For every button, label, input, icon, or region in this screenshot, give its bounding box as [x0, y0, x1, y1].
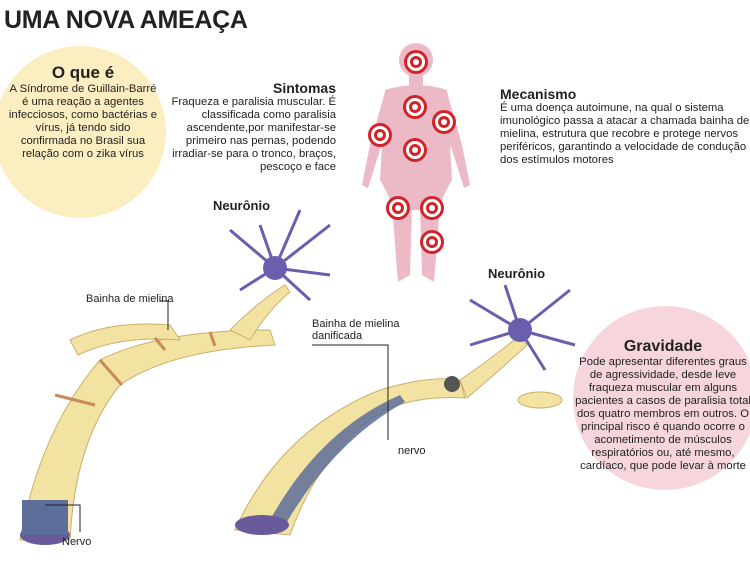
page-title: UMA NOVA AMEAÇA [4, 6, 248, 34]
target-marker-icon [412, 104, 418, 110]
gravity-heading: Gravidade [623, 338, 703, 355]
neuron-right-label: Neurônio [488, 266, 546, 281]
what-is-text: A Síndrome de Guillain-Barré é uma reaçã… [8, 83, 158, 160]
gravity-section: Gravidade Pode apresentar diferentes gra… [573, 338, 750, 473]
what-is-heading: O que é [51, 63, 115, 82]
damaged-sheath-label: Bainha de mielina danificada [312, 318, 400, 342]
neuron-left-label: Neurônio [213, 198, 271, 213]
symptoms-heading: Sintomas [272, 80, 336, 96]
healthy-nerve [19, 209, 331, 545]
nerve-right-label: nervo [398, 445, 426, 457]
affected-areas [368, 50, 456, 254]
target-marker-icon [377, 132, 383, 138]
damaged-nerve [234, 284, 576, 536]
target-marker-icon [413, 59, 419, 65]
gravity-circle [573, 306, 750, 490]
nerve-left-label: Nervo [62, 536, 92, 548]
target-marker-icon [429, 239, 435, 245]
myelin-sheath-label: Bainha de mielina [86, 293, 174, 305]
what-is-section: O que é A Síndrome de Guillain-Barré é u… [8, 63, 158, 161]
target-marker-icon [429, 205, 435, 211]
target-marker-icon [441, 119, 447, 125]
symptoms-text: Fraqueza e paralisia muscular. É classif… [171, 96, 336, 173]
mechanism-section: Mecanismo É uma doença autoimune, na qua… [500, 86, 750, 167]
target-marker-icon [412, 147, 418, 153]
mechanism-text: É uma doença autoimune, na qual o sistem… [500, 102, 750, 166]
target-marker-icon [395, 205, 401, 211]
symptoms-section: Sintomas Fraqueza e paralisia muscular. … [170, 80, 336, 174]
gravity-text: Pode apresentar diferentes graus de agre… [575, 356, 750, 472]
human-body-figure [362, 43, 470, 282]
mechanism-heading: Mecanismo [500, 86, 577, 102]
what-is-circle [0, 46, 166, 218]
